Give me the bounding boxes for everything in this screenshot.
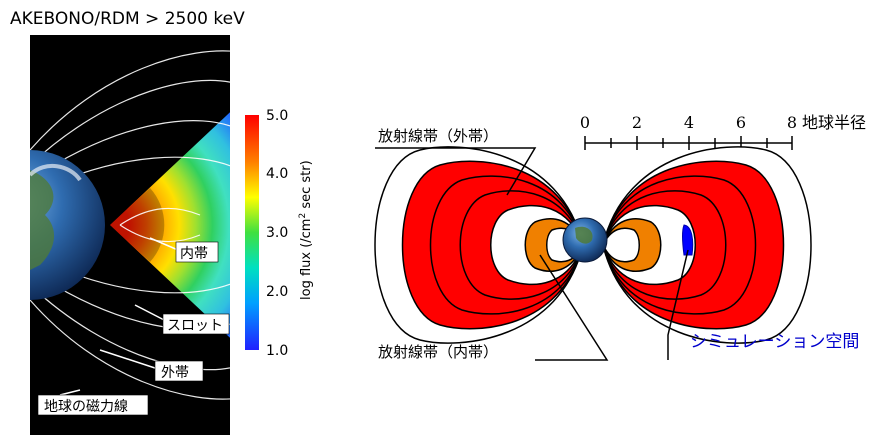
label-simulation-space: シミュレーション空間: [690, 332, 859, 352]
label-field-lines-text: 地球の磁力線: [44, 399, 128, 415]
flux-map: [30, 35, 230, 435]
colorbar-tick: 3.0: [266, 225, 288, 241]
scale-unit: 地球半径: [802, 113, 866, 132]
right-pointers: [375, 147, 689, 361]
label-outer-belt-right: 放射線帯（外帯）: [378, 127, 498, 145]
label-outer-belt-text: 外帯: [161, 365, 189, 381]
scale-tick: 6: [736, 113, 746, 132]
label-field-lines: 地球の磁力線: [37, 394, 149, 416]
label-slot: スロット: [162, 313, 230, 335]
label-slot-text: スロット: [167, 318, 223, 334]
label-inner-belt-text: 内帯: [180, 246, 208, 262]
colorbar-gradient: [245, 115, 259, 350]
colorbar-label: log flux (/cm2 sec str): [298, 160, 314, 300]
colorbar-tick: 5.0: [266, 108, 288, 124]
belt-diagram: [374, 146, 812, 344]
scale-tick: 2: [632, 113, 642, 132]
scale-tick: 0: [580, 113, 590, 132]
left-pointers: [59, 237, 179, 396]
colorbar-tick: 1.0: [266, 343, 288, 359]
label-inner-belt-right: 放射線帯（内帯）: [378, 343, 498, 361]
outer-belt-right: [602, 146, 812, 344]
left-panel-title: AKEBONO/RDM > 2500 keV: [10, 9, 245, 29]
colorbar-tick: 2.0: [266, 284, 288, 300]
simulation-space-marker: [682, 224, 694, 256]
scale-bar: 0 2 4 6 8 地球半径: [580, 113, 866, 150]
colorbar: 5.0 4.0 3.0 2.0 1.0 log flux (/cm2 sec s…: [245, 108, 314, 359]
scale-tick: 8: [787, 113, 797, 132]
colorbar-tick: 4.0: [266, 166, 288, 182]
label-outer-belt: 外帯: [154, 360, 204, 382]
scale-tick: 4: [684, 113, 694, 132]
outer-belt-left: [374, 146, 584, 344]
label-inner-belt: 内帯: [175, 241, 219, 263]
